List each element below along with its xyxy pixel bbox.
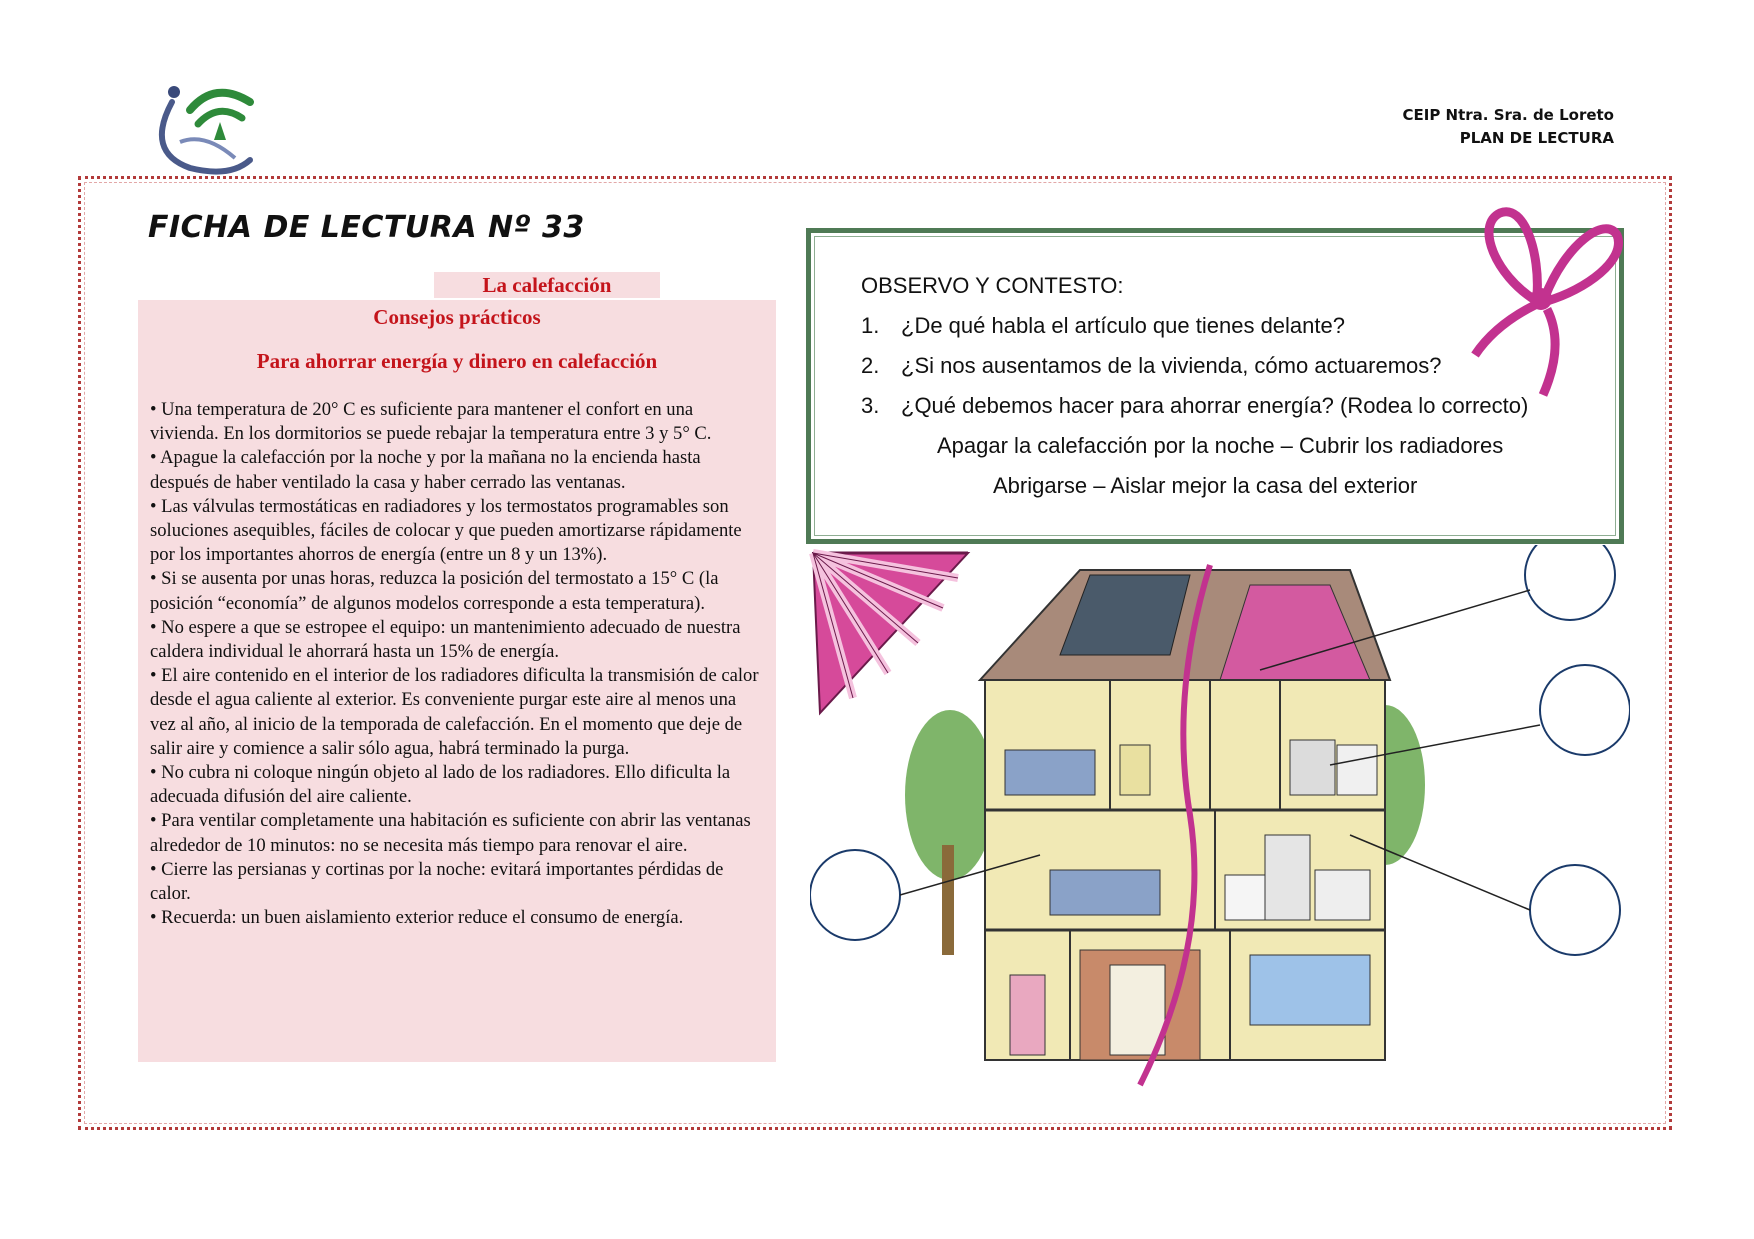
tip-item: • El aire contenido en el interior de lo… [150, 665, 759, 759]
school-name: CEIP Ntra. Sra. de Loreto [1402, 106, 1614, 124]
tip-item: • Recuerda: un buen aislamiento exterior… [150, 907, 684, 929]
questions-box: OBSERVO Y CONTESTO: 1. ¿De qué habla el a… [806, 228, 1624, 544]
question-number: 3. [861, 393, 880, 418]
question-text: ¿Qué debemos hacer para ahorrar energía?… [901, 393, 1529, 418]
question-number: 1. [861, 313, 880, 338]
options-line-1: Apagar la calefacción por la noche – Cub… [937, 433, 1504, 458]
question-item: 1. ¿De qué habla el artículo que tienes d… [861, 313, 1345, 339]
question-item: 3. ¿Qué debemos hacer para ahorrar energí… [861, 393, 1528, 419]
article-subtitle-1: Consejos prácticos [373, 305, 541, 329]
article-title: La calefacción [434, 272, 660, 298]
options-line-2: Abrigarse – Aislar mejor la casa del ext… [993, 473, 1418, 498]
paper-fan-icon [809, 549, 971, 716]
house-cutaway-illustration [810, 545, 1630, 1087]
question-item: 2. ¿Si nos ausentamos de la vivienda, cóm… [861, 353, 1442, 379]
tip-item: • Si se ausenta por unas horas, reduzca … [150, 568, 719, 614]
junta-andalucia-logo [158, 86, 254, 175]
question-text: ¿Si nos ausentamos de la vivienda, cómo … [901, 353, 1442, 378]
tip-item: • Una temperatura de 20° C es suficiente… [150, 399, 712, 445]
article-subtitle-2: Para ahorrar energía y dinero en calefac… [256, 349, 658, 373]
question-text: ¿De qué habla el artículo que tienes del… [901, 313, 1345, 338]
page-frame [78, 176, 1672, 1130]
questions-heading: OBSERVO Y CONTESTO: [861, 273, 1124, 298]
question-number: 2. [861, 353, 880, 378]
tip-item: • Las válvulas termostáticas en radiador… [150, 495, 742, 566]
tip-item: • No espere a que se estropee el equipo:… [150, 616, 741, 663]
tips-list: • Una temperatura de 20° C es suficiente… [150, 398, 764, 930]
article-panel: Consejos prácticos Para ahorrar energía … [138, 300, 776, 1062]
sheet-title: FICHA DE LECTURA Nº 33 [148, 210, 585, 245]
tip-item: • Para ventilar completamente una habita… [150, 810, 751, 856]
ribbon-bow-icon [1471, 207, 1623, 397]
school-header: CEIP Ntra. Sra. de Loreto PLAN DE LECTUR… [1402, 104, 1614, 150]
tip-item: • Cierre las persianas y cortinas por la… [150, 858, 724, 905]
plan-name: PLAN DE LECTURA [1459, 129, 1614, 147]
tip-item: • Apague la calefacción por la noche y p… [150, 447, 701, 493]
tip-item: • No cubra ni coloque ningún objeto al l… [150, 762, 731, 808]
